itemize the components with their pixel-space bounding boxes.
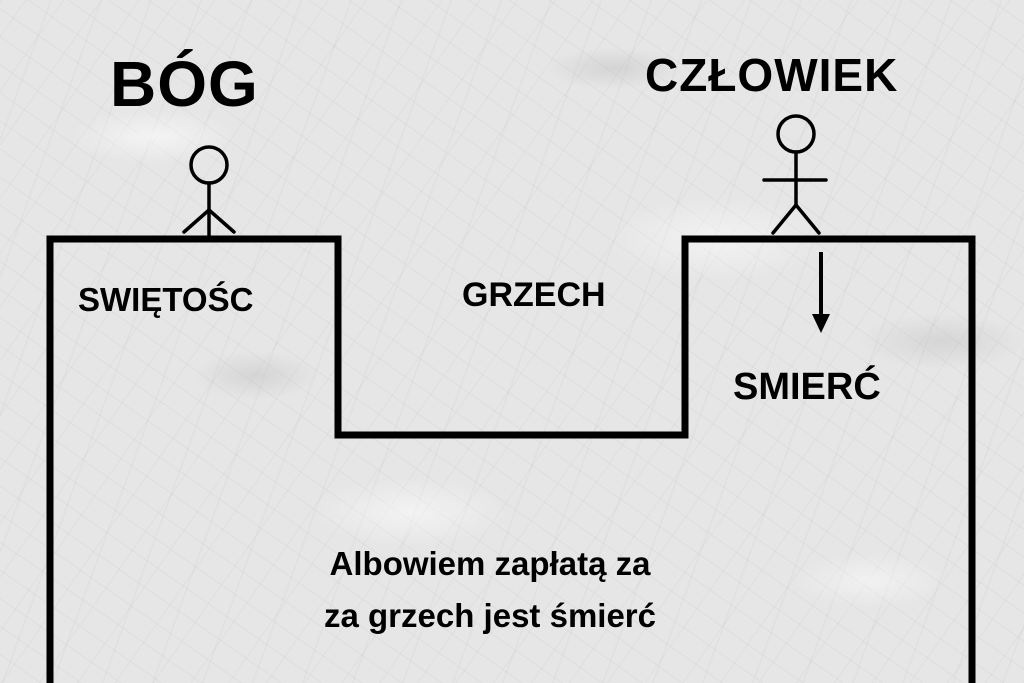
man-figure-icon bbox=[762, 114, 828, 235]
verse-line-1: Albowiem zapłatą za bbox=[329, 545, 651, 582]
man-label: CZŁOWIEK bbox=[645, 49, 899, 101]
verse-text: Albowiem zapłatą za za grzech jest śmier… bbox=[150, 538, 830, 642]
verse-line-2: za grzech jest śmierć bbox=[324, 597, 656, 634]
arrow-down-icon bbox=[812, 252, 830, 333]
sin-label: GRZECH bbox=[462, 276, 606, 314]
god-figure-icon bbox=[182, 145, 236, 239]
god-label: BÓG bbox=[110, 48, 259, 120]
holiness-label: SWIĘTOŚC bbox=[78, 281, 254, 318]
death-label: SMIERĆ bbox=[733, 366, 881, 408]
chasm-outline bbox=[46, 235, 976, 683]
